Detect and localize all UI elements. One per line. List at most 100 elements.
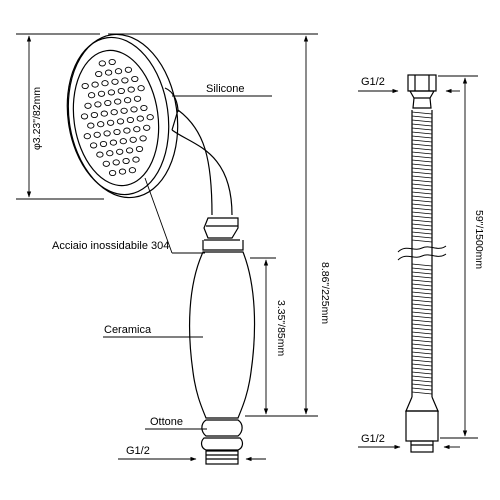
- hose-coil: [411, 219, 433, 223]
- hose-coil: [411, 331, 433, 335]
- hose-coil: [411, 239, 433, 243]
- hose-coil: [411, 367, 433, 371]
- nozzle: [123, 97, 132, 104]
- nozzle: [97, 121, 105, 128]
- hose-coil: [411, 139, 433, 143]
- hose-coil: [411, 175, 433, 179]
- nozzle: [89, 142, 98, 149]
- hose-coil: [411, 271, 433, 275]
- hose-coils: [411, 111, 433, 395]
- nozzle: [129, 136, 137, 143]
- nozzle: [104, 69, 113, 76]
- hose-coil: [411, 287, 433, 291]
- nozzle: [108, 58, 116, 66]
- hose-coil: [411, 375, 433, 379]
- nozzle: [80, 113, 89, 120]
- hose-coil: [411, 167, 433, 171]
- hose-coil: [411, 143, 433, 147]
- hose-coil: [411, 307, 433, 311]
- nozzle: [101, 80, 109, 87]
- nozzle: [87, 122, 95, 129]
- hose-coil: [411, 191, 433, 195]
- nozzle: [109, 139, 118, 146]
- hose-coil: [411, 283, 433, 287]
- nozzle: [81, 82, 89, 90]
- hose-coil: [411, 343, 433, 347]
- label-g12-hose-bottom: G1/2: [361, 433, 385, 445]
- nozzle: [140, 104, 148, 112]
- shower-head: [66, 33, 179, 199]
- shower-arm: [171, 109, 233, 216]
- nozzle: [116, 148, 124, 155]
- hose-coil: [411, 111, 433, 115]
- nozzle: [106, 119, 115, 126]
- nozzle: [104, 99, 112, 107]
- hose-coil: [411, 135, 433, 139]
- nozzle: [127, 86, 135, 93]
- label-ottone: Ottone: [150, 416, 183, 428]
- hose-coil: [411, 231, 433, 235]
- hose-coil: [411, 199, 433, 203]
- nozzle: [131, 75, 139, 83]
- label-g12-hose-top: G1/2: [361, 76, 385, 88]
- hose-coil: [411, 323, 433, 327]
- nozzle: [133, 126, 141, 133]
- nozzle: [132, 156, 140, 163]
- hose-coil: [411, 151, 433, 155]
- nozzle: [102, 160, 110, 167]
- nozzle: [98, 60, 106, 67]
- nozzle: [94, 101, 102, 108]
- nozzle: [125, 147, 134, 154]
- hose-coil: [411, 299, 433, 303]
- nozzle: [121, 77, 129, 84]
- nozzle: [111, 78, 119, 85]
- nozzle: [123, 127, 131, 134]
- nozzle: [113, 128, 121, 136]
- hose-coil: [411, 391, 433, 395]
- label-ceramica: Ceramica: [104, 324, 152, 336]
- nozzle: [84, 102, 92, 109]
- hose-coil: [411, 335, 433, 339]
- hose-coil: [411, 203, 433, 207]
- hose-coil: [411, 223, 433, 227]
- hose-coil: [411, 187, 433, 191]
- hose-coil: [411, 195, 433, 199]
- hose-coil: [411, 211, 433, 215]
- nozzle: [130, 106, 138, 113]
- hose-coil: [411, 347, 433, 351]
- hose-coil: [411, 263, 433, 267]
- nozzle: [100, 110, 108, 117]
- nozzle: [93, 131, 101, 138]
- hose-coil: [411, 155, 433, 159]
- nozzle: [114, 98, 122, 105]
- nozzle: [135, 145, 144, 153]
- hose-coil: [411, 275, 433, 279]
- dimension-lines: [16, 33, 318, 417]
- hose-coil: [411, 355, 433, 359]
- hose-coil: [411, 339, 433, 343]
- hose-coil: [411, 267, 433, 271]
- nozzle: [112, 159, 120, 166]
- hose-coil: [411, 179, 433, 183]
- hose-coil: [411, 315, 433, 319]
- hose-coil: [411, 359, 433, 363]
- hose-coil: [411, 319, 433, 323]
- nozzle: [97, 90, 106, 97]
- hose-break-symbol: [397, 245, 447, 261]
- nozzle: [106, 150, 114, 157]
- nozzle: [91, 81, 99, 88]
- nozzle: [99, 140, 108, 148]
- hose-coil: [411, 163, 433, 167]
- hose-coil: [411, 327, 433, 331]
- dim-total-length: 8.86"/225mm: [319, 262, 331, 324]
- hose: [405, 74, 439, 453]
- hose-coil: [411, 215, 433, 219]
- nozzle: [133, 95, 142, 102]
- nozzle: [137, 85, 145, 92]
- hose-coil: [411, 127, 433, 131]
- hose-dimension-lines: [358, 75, 478, 450]
- hose-coil: [411, 295, 433, 299]
- nozzle: [136, 115, 144, 122]
- hose-coil: [411, 159, 433, 163]
